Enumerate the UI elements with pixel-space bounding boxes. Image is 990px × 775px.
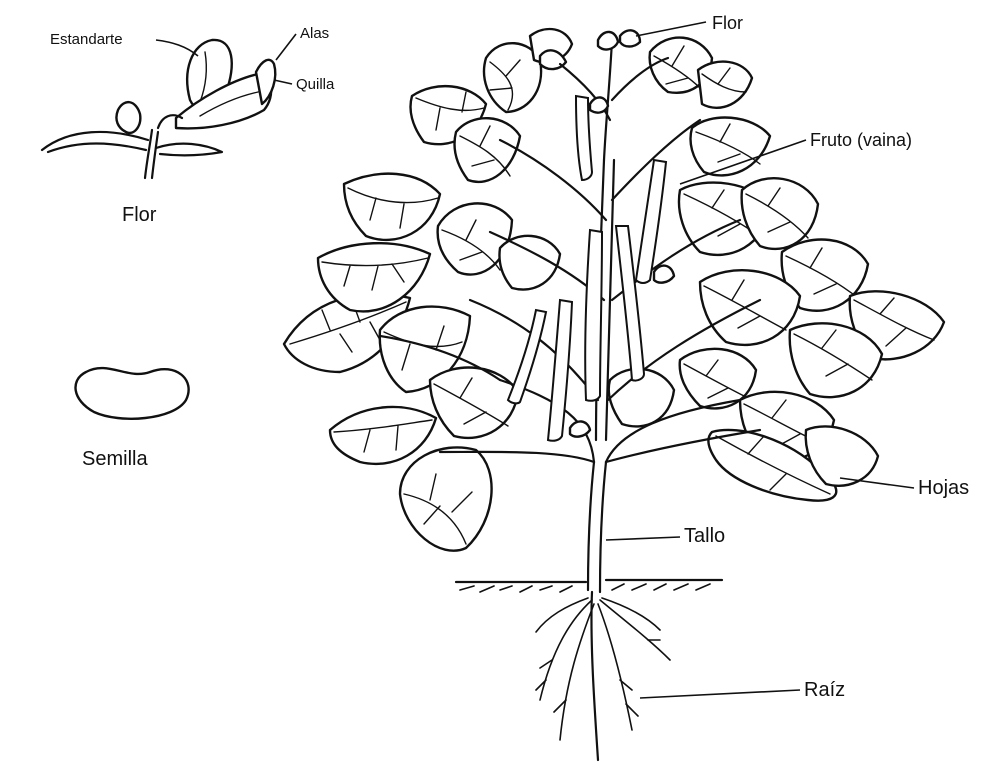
label-hojas: Hojas xyxy=(918,478,969,498)
label-flor-plant: Flor xyxy=(712,14,743,32)
label-raiz: Raíz xyxy=(804,680,845,700)
label-semilla: Semilla xyxy=(82,449,148,469)
label-quilla: Quilla xyxy=(296,77,334,92)
seed-drawing xyxy=(76,368,189,419)
leaves-group xyxy=(284,29,944,551)
flower-detail-drawing xyxy=(42,40,275,178)
label-flor-detail: Flor xyxy=(122,205,156,225)
roots-drawing xyxy=(536,592,670,760)
label-alas: Alas xyxy=(300,26,329,41)
label-tallo: Tallo xyxy=(684,526,725,546)
label-fruto: Fruto (vaina) xyxy=(810,131,912,149)
label-estandarte: Estandarte xyxy=(50,32,123,47)
